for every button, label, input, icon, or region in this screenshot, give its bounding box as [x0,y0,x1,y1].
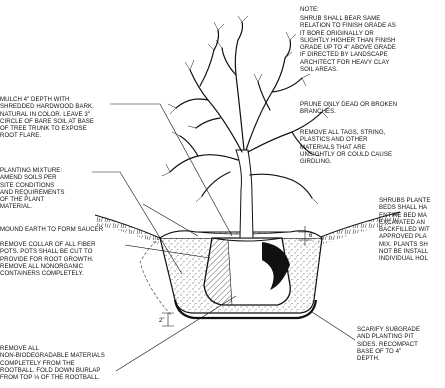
note-planting-mix: PLANTING MIXTURE: AMEND SOILS PER SITE C… [0,167,65,211]
note-remove-tags: REMOVE ALL TAGS, STRING, PLASTICS AND OT… [300,129,393,166]
note-shrub-grade: SHRUB SHALL BEAR SAME RELATION TO FINISH… [300,15,396,74]
dimension-lines [162,226,312,327]
tree-trunk [235,149,254,239]
note-prune: PRUNE ONLY DEAD OR BROKEN BRANCHES. [300,101,398,116]
note-mulch: MULCH 4" DEPTH WITH SHREDDED HARDWOOD BA… [0,96,95,140]
tree-branches [169,21,323,199]
note-shrub-beds: SHRUBS PLANTE BEDS SHALL HA ENTIRE BED M… [379,197,431,263]
note-scarify: SCARIFY SUBGRADE AND PLANTING PIT SIDES.… [357,326,420,363]
dim-6-label: 6" [309,233,314,239]
note-saucer: MOUND EARTH TO FORM SAUCER [0,226,104,233]
finish-grade [94,211,401,246]
note-collar: REMOVE COLLAR OF ALL FIBER POTS. POTS SH… [0,241,96,278]
leader-lines [92,103,356,372]
note-burlap: REMOVE ALL NON-BIODEGRADABLE MATERIALS C… [0,345,105,382]
note-header: NOTE: [300,6,319,13]
rootball [203,237,291,306]
tree-twigs [161,15,331,205]
dim-2-label: 2" [159,318,164,324]
